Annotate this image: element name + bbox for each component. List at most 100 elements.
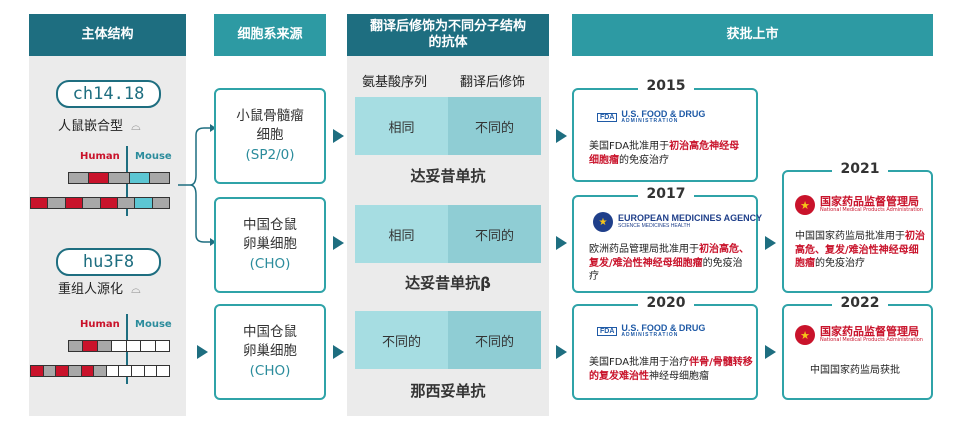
year-2020: 2020: [638, 295, 694, 311]
human-label-2: Human: [80, 319, 120, 330]
nmpa-subtitle: National Medical Products Administration: [820, 207, 923, 214]
arrow-source-to-antibody-2: [333, 236, 344, 250]
mouse-label-2: Mouse: [135, 319, 172, 330]
nmpa-subtitle: National Medical Products Administration: [820, 337, 923, 344]
desc-2021-b: 初治高危、复发/难治性神经母细胞瘤: [795, 231, 925, 269]
national-emblem-icon: ★: [795, 195, 815, 215]
source-code: (CHO): [249, 255, 291, 272]
arrow-2017-to-2021: [765, 236, 776, 250]
antibody-name-dinutuximab-beta: 达妥昔单抗β: [405, 274, 491, 292]
source-box-cho-1: 中国仓鼠 卵巢细胞 (CHO): [214, 197, 326, 293]
ema-subtitle: SCIENCE MEDICINES HEALTH: [618, 223, 691, 230]
desc-2020-a: 美国FDA批准用于治疗: [589, 357, 690, 368]
arrow-antibody-to-approval-3: [556, 345, 567, 359]
source-line1: 中国仓鼠: [243, 216, 297, 233]
brace-connector: [178, 124, 216, 246]
source-line2: 卵巢细胞: [243, 236, 297, 253]
desc-2017-a: 欧洲药品管理局批准用于: [589, 244, 699, 255]
desc-2015-c: 的免疫治疗: [619, 154, 669, 166]
arrow-source-to-antibody-1: [333, 129, 344, 143]
ptm-cell: 不同的: [448, 205, 541, 263]
antibody-ch14-18-label: ch14.18: [56, 80, 161, 108]
mouse-icon: ⌓: [131, 119, 141, 133]
arrow-source-to-antibody-3: [333, 345, 344, 359]
arrow-antibody-to-approval-2: [556, 236, 567, 250]
human-label-1: Human: [80, 151, 120, 162]
fda-subtitle: ADMINISTRATION: [621, 118, 679, 124]
source-box-cho-2: 中国仓鼠 卵巢细胞 (CHO): [214, 304, 326, 400]
approval-2021-desc: 中国国家药监局批准用于初治高危、复发/难治性神经母细胞瘤的免疫治疗: [795, 230, 925, 271]
desc-2021-c: 的免疫治疗: [815, 258, 865, 269]
col-post-translational-mod: 翻译后修饰: [460, 75, 526, 90]
nmpa-title-text: 国家药品监督管理局: [820, 195, 919, 209]
header-structure: 主体结构: [29, 14, 186, 56]
humanized-type-label: 重组人源化 ⌓: [58, 278, 141, 297]
fda-mark: FDA: [597, 112, 618, 122]
year-2022: 2022: [832, 295, 888, 311]
source-line1: 小鼠骨髓瘤: [236, 107, 304, 124]
ptm-cell: 不同的: [448, 311, 541, 369]
source-code: (CHO): [249, 362, 291, 379]
desc-2015-b: 初治高危神经母细胞瘤: [589, 141, 740, 166]
source-line2: 细胞: [256, 127, 284, 144]
antibody-hu3f8-label: hu3F8: [56, 248, 161, 276]
seq-cell: 相同: [355, 97, 448, 155]
desc-2015-a: 美国FDA批准用于: [589, 141, 670, 152]
chimeric-type-label: 人鼠嵌合型 ⌓: [58, 115, 141, 134]
light-chain-2: [68, 340, 170, 352]
antibody-name-naxitamab: 那西妥单抗: [410, 382, 486, 400]
ema-title-text: EUROPEAN MEDICINES AGENCY: [618, 213, 763, 224]
seq-cell: 相同: [355, 205, 448, 263]
antibody-bar-1: 相同 不同的: [355, 97, 541, 155]
year-2015: 2015: [638, 78, 694, 94]
fda-title-text: U.S. FOOD & DRUG: [621, 109, 706, 119]
approval-2020-desc: 美国FDA批准用于治疗伴骨/骨髓转移的复发难治性神经母细胞瘤: [589, 356, 754, 383]
antibody-name-dinutuximab: 达妥昔单抗: [410, 167, 486, 185]
ptm-cell: 不同的: [448, 97, 541, 155]
approval-2017-desc: 欧洲药品管理局批准用于初治高危、复发/难治性神经母细胞瘤的免疫治疗: [589, 243, 749, 284]
source-box-sp20: 小鼠骨髓瘤 细胞 (SP2/0): [214, 88, 326, 184]
year-2021: 2021: [832, 161, 888, 177]
approval-2022-box: [782, 304, 933, 400]
approval-2015-desc: 美国FDA批准用于初治高危神经母细胞瘤的免疫治疗: [589, 140, 749, 167]
arrow-structure-to-source-3: [197, 345, 208, 359]
source-line1: 中国仓鼠: [243, 323, 297, 340]
mouse-icon: ⌓: [131, 282, 141, 296]
antibody-bar-3: 不同的 不同的: [355, 311, 541, 369]
national-emblem-icon: ★: [795, 325, 815, 345]
arrow-2020-to-2022: [765, 345, 776, 359]
humanized-type-text: 重组人源化: [58, 282, 124, 297]
approval-2022-desc: 中国国家药监局获批: [810, 365, 900, 376]
desc-2020-b: 伴骨/骨髓转移的复发难治性: [589, 357, 753, 382]
year-2017: 2017: [638, 186, 694, 202]
heavy-chain-1: [30, 197, 170, 209]
structure-panel: [29, 56, 186, 416]
header-approval: 获批上市: [572, 14, 933, 56]
approval-2020-box: [572, 304, 758, 400]
arrow-antibody-to-approval-1: [556, 129, 567, 143]
col-amino-acid-sequence: 氨基酸序列: [362, 75, 428, 90]
fda-title-text: U.S. FOOD & DRUG: [621, 323, 706, 333]
antibody-bar-2: 相同 不同的: [355, 205, 541, 263]
fda-subtitle: ADMINISTRATION: [621, 332, 679, 338]
source-line2: 卵巢细胞: [243, 343, 297, 360]
source-code: (SP2/0): [245, 146, 295, 163]
chimeric-type-text: 人鼠嵌合型: [58, 119, 124, 134]
approval-2015-box: [572, 88, 758, 182]
desc-2020-c: 神经母细胞瘤: [649, 370, 709, 382]
desc-2021-a: 中国国家药监局批准用于: [795, 231, 905, 242]
seq-cell: 不同的: [355, 311, 448, 369]
fda-mark: FDA: [597, 326, 618, 336]
nmpa-title-text: 国家药品监督管理局: [820, 325, 919, 339]
eu-stars-icon: ★: [593, 212, 613, 232]
